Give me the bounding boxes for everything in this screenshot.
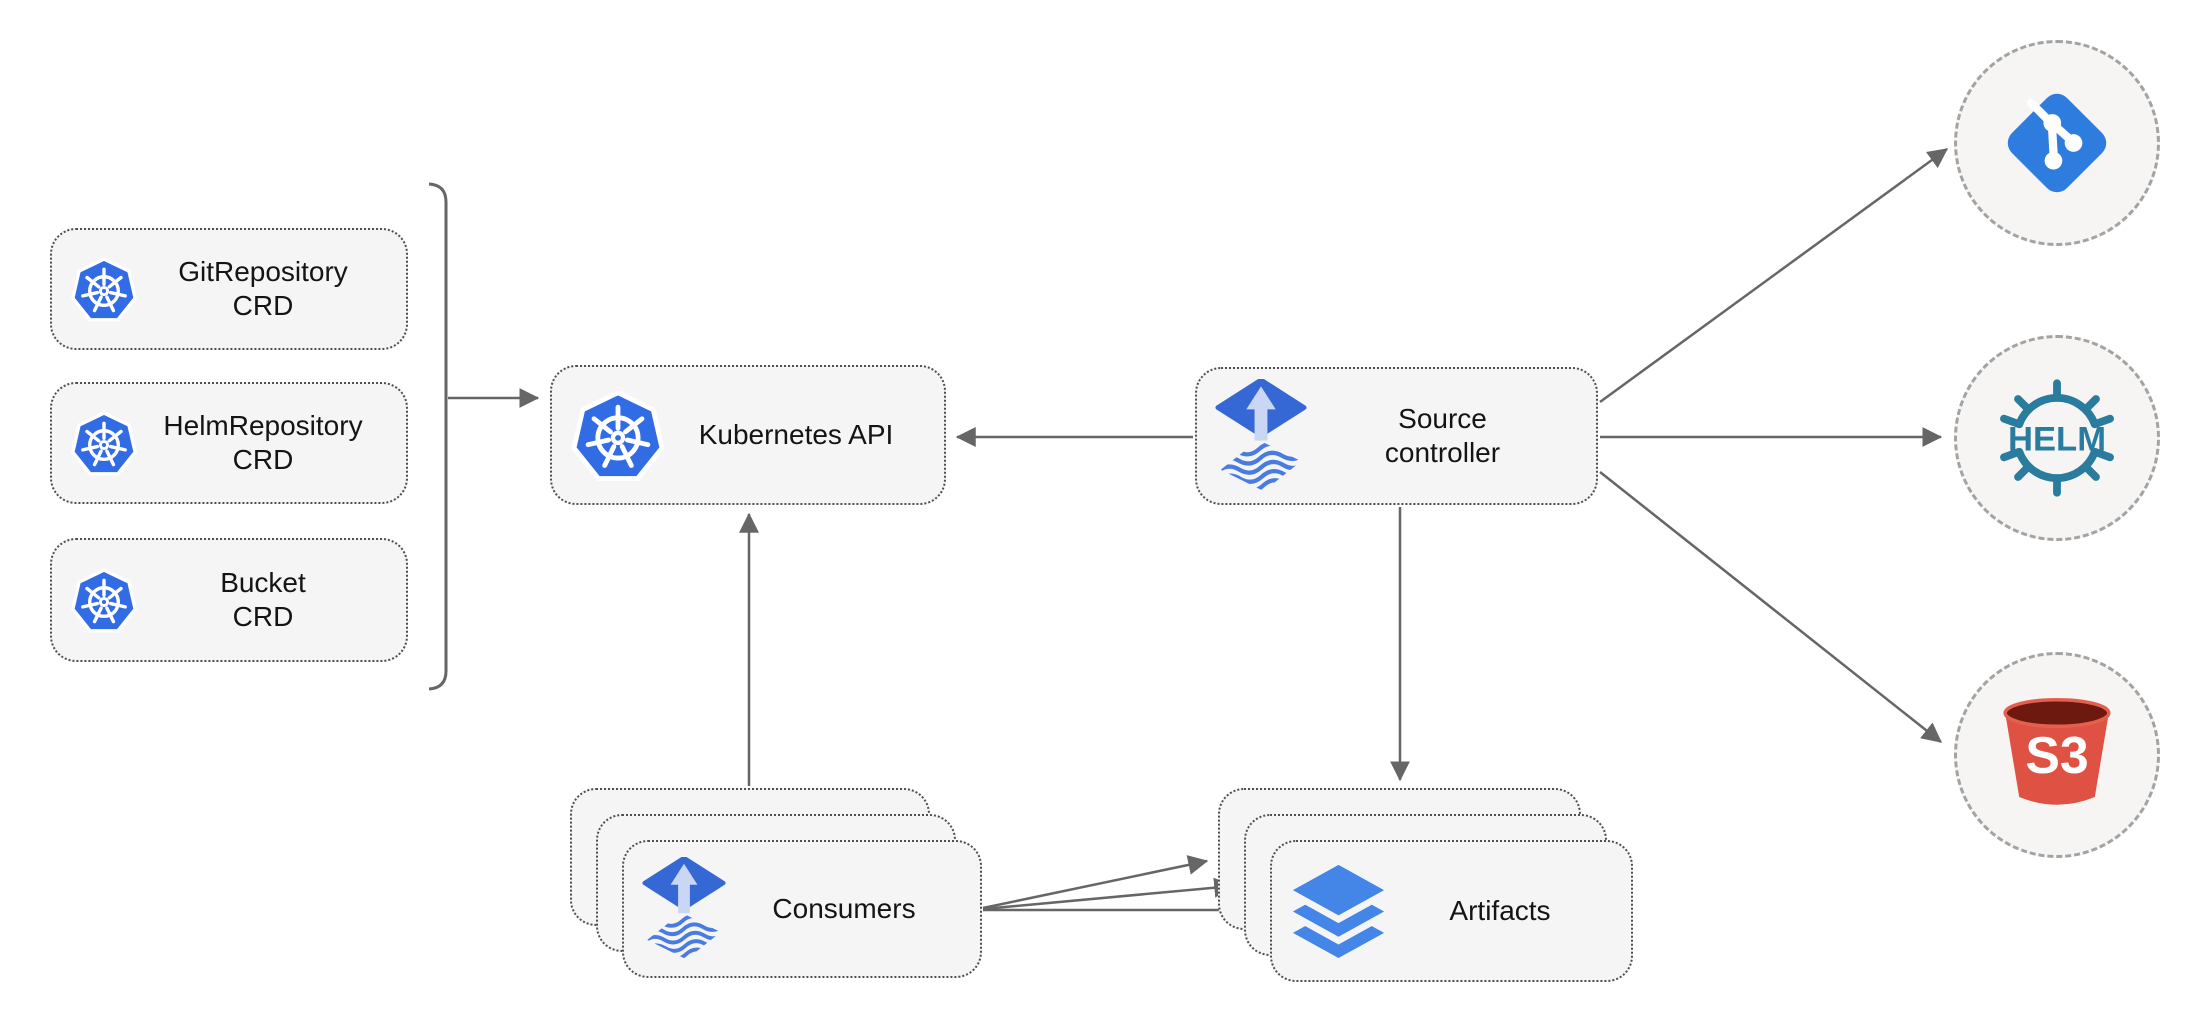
kubernetes-icon (71, 257, 137, 322)
s3-text: S3 (2025, 726, 2088, 784)
consumers-box: Consumers (622, 840, 982, 978)
crd-group-bracket (428, 182, 448, 691)
arrow-consumers-to-artifacts-1 (982, 855, 1209, 910)
helm-text: HELM (2008, 420, 2106, 458)
git-source-circle (1954, 40, 2160, 246)
consumers-label: Consumers (772, 893, 916, 924)
kubernetes-icon (71, 411, 137, 476)
artifacts-label: Artifacts (1449, 895, 1551, 926)
s3-bucket-icon: S3 (2003, 697, 2111, 805)
s3-source-circle: S3 (1954, 652, 2160, 858)
arrow-source-to-git (1599, 147, 1949, 404)
helm-source-circle: HELM (1954, 335, 2160, 541)
layers-icon (1292, 864, 1385, 959)
helm-icon: HELM (2000, 379, 2114, 497)
kubernetes-icon (571, 390, 665, 481)
flux-icon (1215, 378, 1307, 493)
arrow-consumers-to-artifacts-2 (982, 877, 1235, 911)
kubernetes-api-box: Kubernetes API (550, 365, 946, 505)
git-icon (2007, 93, 2107, 193)
flux-icon (642, 856, 726, 961)
kubernetes-api-label: Kubernetes API (698, 419, 894, 450)
arrow-source-to-s3 (1599, 471, 1942, 743)
artifacts-box: Artifacts (1270, 840, 1633, 982)
kubernetes-icon (71, 568, 137, 633)
